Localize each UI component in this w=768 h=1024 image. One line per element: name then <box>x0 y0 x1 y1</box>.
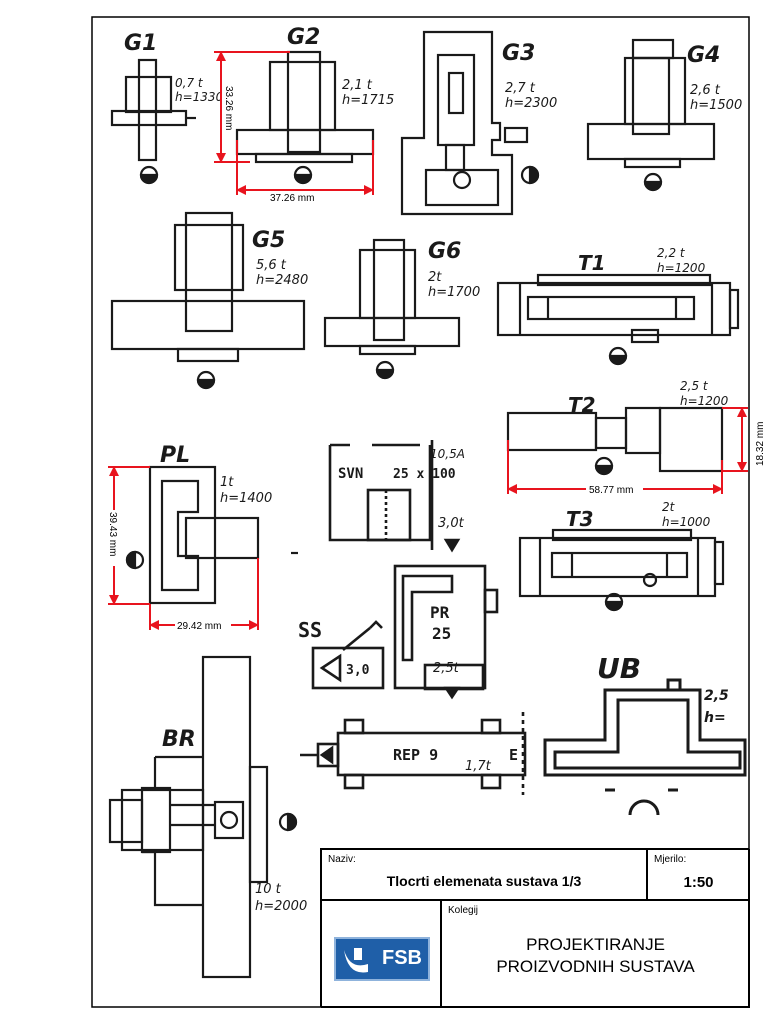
course-line-2: PROIZVODNIH SUSTAVA <box>496 957 695 976</box>
mjerilo-label: Mjerilo: <box>654 854 687 865</box>
t2-label: T2 <box>568 393 596 417</box>
g2-mass: 2,1 t <box>342 78 373 93</box>
g5-label: G5 <box>252 228 285 253</box>
title-block: Naziv: Tlocrti elemenata sustava 1/3 Mje… <box>320 848 750 1008</box>
t3-height: h=1000 <box>662 515 711 529</box>
pl-width-dimension: 29.42 mm <box>177 621 221 632</box>
element-svn <box>328 440 461 553</box>
g6-height: h=1700 <box>428 285 480 300</box>
svn-mass: 3,0t <box>438 516 465 531</box>
element-br <box>108 655 298 979</box>
rep-label: REP 9 <box>393 746 438 764</box>
element-t2 <box>506 406 724 476</box>
g1-mass: 0,7 t <box>175 76 204 90</box>
g4-height: h=1500 <box>690 98 742 113</box>
ship-icon <box>344 948 368 973</box>
g2-height-dimension: 33.26 mm <box>223 86 234 130</box>
br-height: h=2000 <box>255 899 307 914</box>
element-g4 <box>586 38 716 192</box>
kolegij-label: Kolegij <box>448 905 479 916</box>
ub-height: h= <box>704 710 726 726</box>
br-label: BR <box>162 727 196 752</box>
g1-label: G1 <box>124 31 157 56</box>
t2-width-dimension: 58.77 mm <box>589 485 633 496</box>
scale-value: 1:50 <box>683 874 714 891</box>
svn-label: SVN <box>338 466 363 482</box>
course-line-1: PROJEKTIRANJE <box>526 935 665 954</box>
element-g2 <box>235 50 375 185</box>
naziv-cell: Naziv: Tlocrti elemenata sustava 1/3 <box>321 849 647 900</box>
pr-mass: 2,5t <box>433 661 460 676</box>
g6-mass: 2t <box>428 270 442 285</box>
g1-height: h=1330 <box>175 90 224 104</box>
element-g1 <box>110 58 196 185</box>
element-rep <box>300 712 527 795</box>
g2-height: h=1715 <box>342 93 394 108</box>
t3-mass: 2t <box>662 500 676 514</box>
pl-height: h=1400 <box>220 491 272 506</box>
g3-mass: 2,7 t <box>505 81 536 96</box>
t1-label: T1 <box>578 251 606 275</box>
g4-mass: 2,6 t <box>690 83 721 98</box>
svn-code: 10,5A <box>430 447 465 461</box>
fsb-logo: FSB <box>334 937 430 981</box>
mjerilo-cell: Mjerilo: 1:50 <box>647 849 750 900</box>
element-pr <box>393 564 499 700</box>
g5-mass: 5,6 t <box>256 258 287 273</box>
element-g3 <box>400 30 540 216</box>
g2-label: G2 <box>287 25 320 50</box>
drawing-title: Tlocrti elemenata sustava 1/3 <box>386 873 582 889</box>
pl-label: PL <box>160 443 190 468</box>
svn-size: 25 x 100 <box>393 467 456 482</box>
element-t1 <box>496 273 740 366</box>
g6-label: G6 <box>428 239 461 264</box>
kolegij-cell: Kolegij PROJEKTIRANJE PROIZVODNIH SUSTAV… <box>441 900 750 1008</box>
rep-end-mark: E <box>509 746 518 764</box>
element-t3 <box>518 528 725 612</box>
logo-cell: FSB <box>321 900 441 1008</box>
g5-height: h=2480 <box>256 273 308 288</box>
t1-height: h=1200 <box>657 261 706 275</box>
element-ub <box>543 678 747 816</box>
pl-mass: 1t <box>220 475 234 490</box>
br-mass: 10 t <box>255 882 282 897</box>
rep-mass: 1,7t <box>465 759 492 774</box>
ub-label: UB <box>597 652 641 685</box>
t3-label: T3 <box>566 507 594 531</box>
ss-mass: 3,0 <box>346 663 370 678</box>
pl-height-dimension: 39.43 mm <box>107 512 118 556</box>
g3-height: h=2300 <box>505 96 557 111</box>
naziv-label: Naziv: <box>328 854 356 865</box>
element-g6 <box>323 238 461 380</box>
g3-label: G3 <box>502 41 535 66</box>
g2-width-dimension: 37.26 mm <box>270 193 314 204</box>
pr-number: 25 <box>432 624 451 643</box>
pr-label: PR <box>430 603 450 622</box>
logo-text: FSB <box>382 947 422 969</box>
t2-height: h=1200 <box>680 394 729 408</box>
t2-height-dimension: 18.32 mm <box>755 422 766 466</box>
element-pl <box>125 465 260 605</box>
t2-mass: 2,5 t <box>680 379 709 393</box>
element-ss <box>311 620 385 690</box>
g4-label: G4 <box>687 43 720 68</box>
ss-label: SS <box>298 618 322 642</box>
t1-mass: 2,2 t <box>657 246 686 260</box>
ub-mass: 2,5 <box>704 688 729 704</box>
element-g5 <box>110 211 306 390</box>
